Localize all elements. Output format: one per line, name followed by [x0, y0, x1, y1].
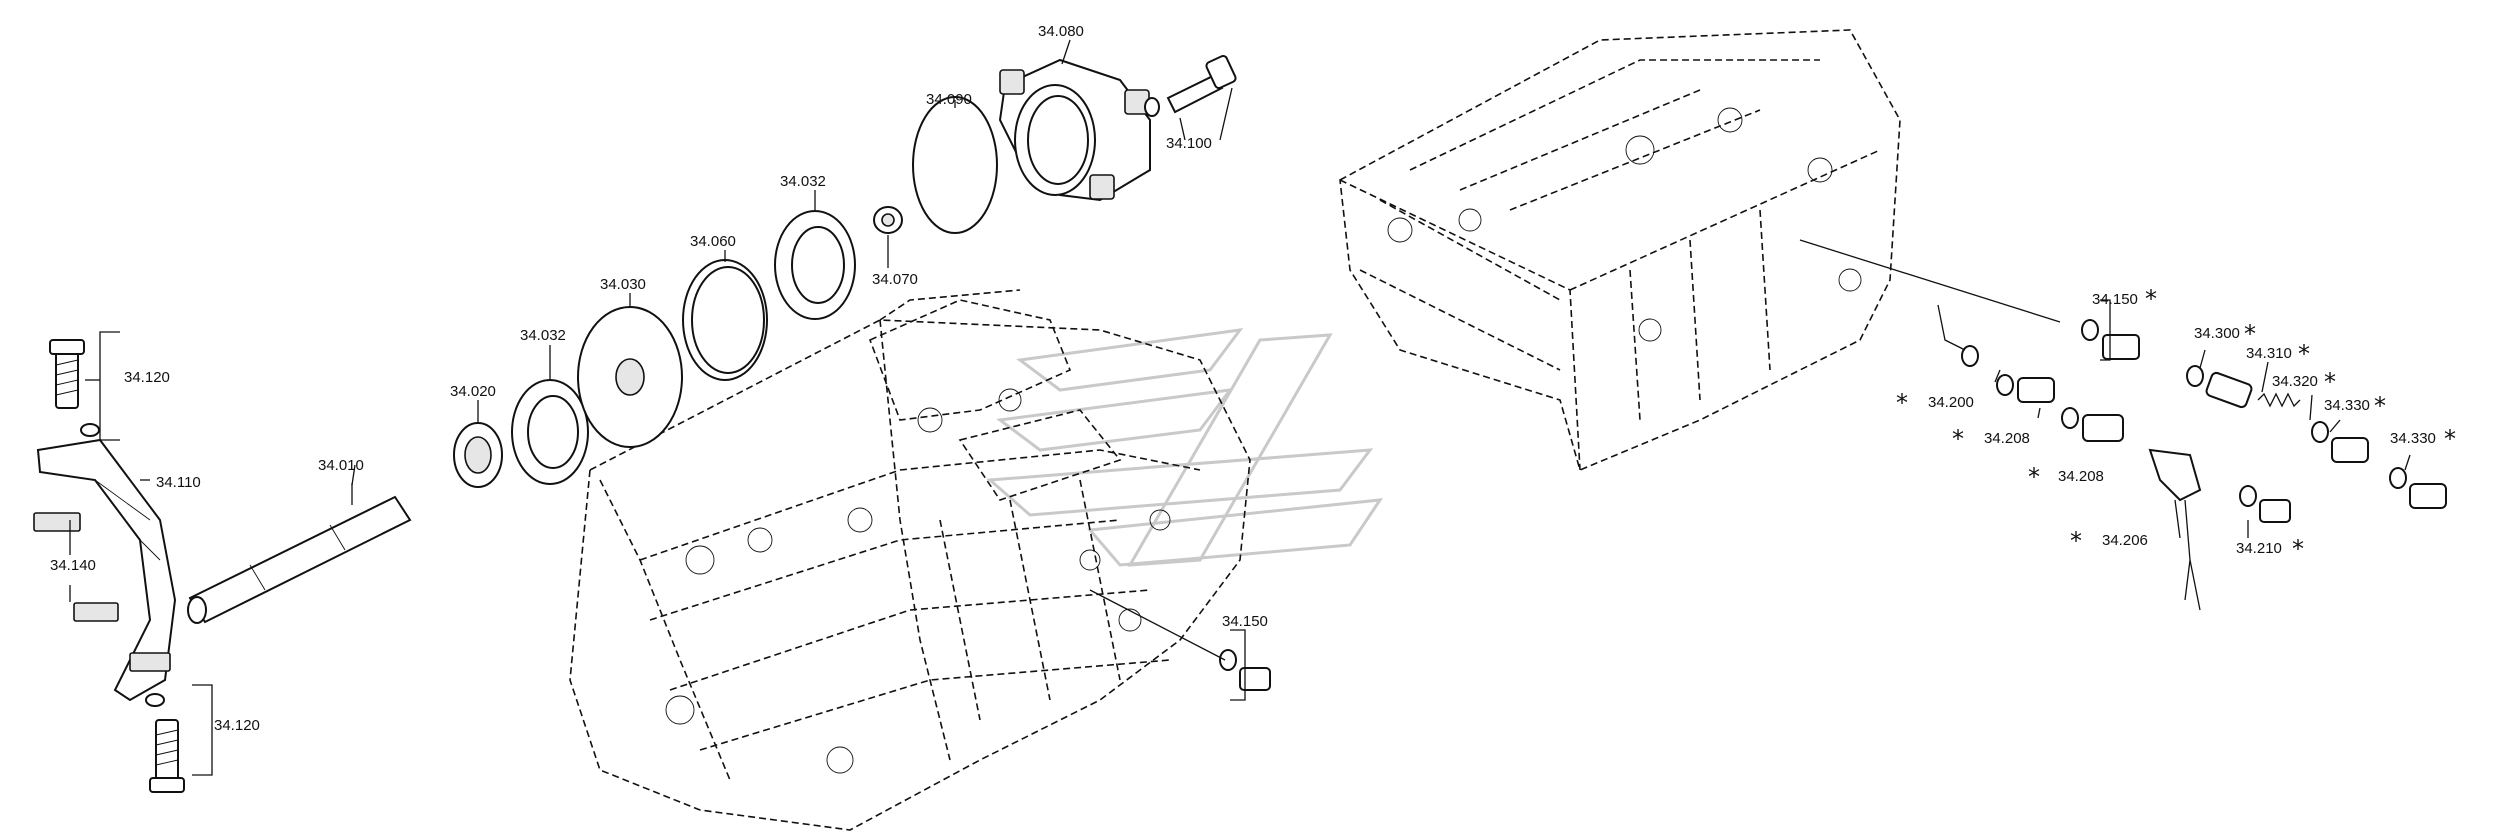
- label-34-150-right: 34.150: [2092, 291, 2138, 308]
- sensor-34-206: [2148, 448, 2202, 611]
- plug-34-150-left: [1219, 649, 1271, 691]
- asterisk-34-210: *: [2292, 535, 2304, 563]
- seal-ring-34-032-b: [774, 210, 856, 320]
- shift-rod: [187, 495, 412, 624]
- label-34-032-b: 34.032: [780, 173, 826, 190]
- plug-34-210: [2239, 485, 2291, 523]
- label-34-110: 34.110: [156, 474, 201, 491]
- nut-34-070: [873, 206, 903, 234]
- label-34-020: 34.020: [450, 383, 496, 400]
- washer-34-200: [1961, 345, 1979, 367]
- asterisk-34-330-b: *: [2444, 425, 2456, 453]
- asterisk-34-330-a: *: [2374, 392, 2386, 420]
- label-34-090: 34.090: [926, 91, 972, 108]
- asterisk-34-300: *: [2244, 320, 2256, 348]
- washer-34-300: [2186, 365, 2204, 387]
- asterisk-34-206: *: [2070, 527, 2082, 555]
- label-34-060: 34.060: [690, 233, 736, 250]
- plug-34-150-right: [2081, 319, 2140, 360]
- label-34-032-a: 34.032: [520, 327, 566, 344]
- asterisk-34-310: *: [2298, 340, 2310, 368]
- label-34-140: 34.140: [50, 557, 96, 574]
- label-34-330-a: 34.330: [2324, 397, 2370, 414]
- label-34-208-b: 34.208: [2058, 468, 2104, 485]
- cylinder-cover-34-080: [998, 58, 1151, 202]
- label-34-120-bottom: 34.120: [214, 717, 260, 734]
- label-34-320: 34.320: [2272, 373, 2318, 390]
- bushing-34-020: [453, 422, 503, 488]
- asterisk-34-320: *: [2324, 368, 2336, 396]
- watermark-logo: [986, 328, 1384, 567]
- o-ring-34-090: [912, 96, 998, 234]
- asterisk-34-208-a: *: [1952, 425, 1964, 453]
- switch-34-330-a: [2311, 421, 2369, 463]
- label-34-330-b: 34.330: [2390, 430, 2436, 447]
- asterisk-34-200: *: [1896, 389, 1908, 417]
- bolt-bottom: [145, 693, 185, 793]
- label-34-080: 34.080: [1038, 23, 1084, 40]
- label-34-100: 34.100: [1166, 135, 1212, 152]
- label-34-208-a: 34.208: [1984, 430, 2030, 447]
- leader-lines: [69, 39, 2411, 776]
- bolt-34-100: [1144, 54, 1237, 117]
- label-34-120-top: 34.120: [124, 369, 170, 386]
- shift-fork: [33, 438, 177, 702]
- label-34-010: 34.010: [318, 457, 364, 474]
- label-34-150-left: 34.150: [1222, 613, 1268, 630]
- label-34-300: 34.300: [2194, 325, 2240, 342]
- label-34-070: 34.070: [872, 271, 918, 288]
- switch-34-208-b: [2061, 407, 2124, 442]
- piston-disc-34-030: [577, 306, 683, 448]
- label-34-210: 34.210: [2236, 540, 2282, 557]
- part-labels: 34.080 34.090 34.100 34.032 34.070 34.06…: [50, 23, 2436, 734]
- valve-34-310: [2205, 371, 2253, 409]
- label-34-030: 34.030: [600, 276, 646, 293]
- switch-34-330-b: [2389, 467, 2447, 509]
- label-34-200: 34.200: [1928, 394, 1974, 411]
- switch-34-208-a: [1996, 374, 2055, 403]
- label-34-310: 34.310: [2246, 345, 2292, 362]
- bolt-top: [49, 339, 100, 437]
- label-34-206: 34.206: [2102, 532, 2148, 549]
- asterisk-34-150: *: [2145, 285, 2157, 313]
- asterisk-34-208-b: *: [2028, 463, 2040, 491]
- spring-34-320: [2257, 392, 2301, 408]
- main-housing-left: [569, 289, 1251, 831]
- o-ring-34-060: [682, 259, 768, 381]
- main-housing-right: [1339, 29, 1901, 472]
- asterisk-markers: * * * * * * * * * * *: [1896, 285, 2456, 563]
- seal-ring-34-032-a: [511, 379, 589, 485]
